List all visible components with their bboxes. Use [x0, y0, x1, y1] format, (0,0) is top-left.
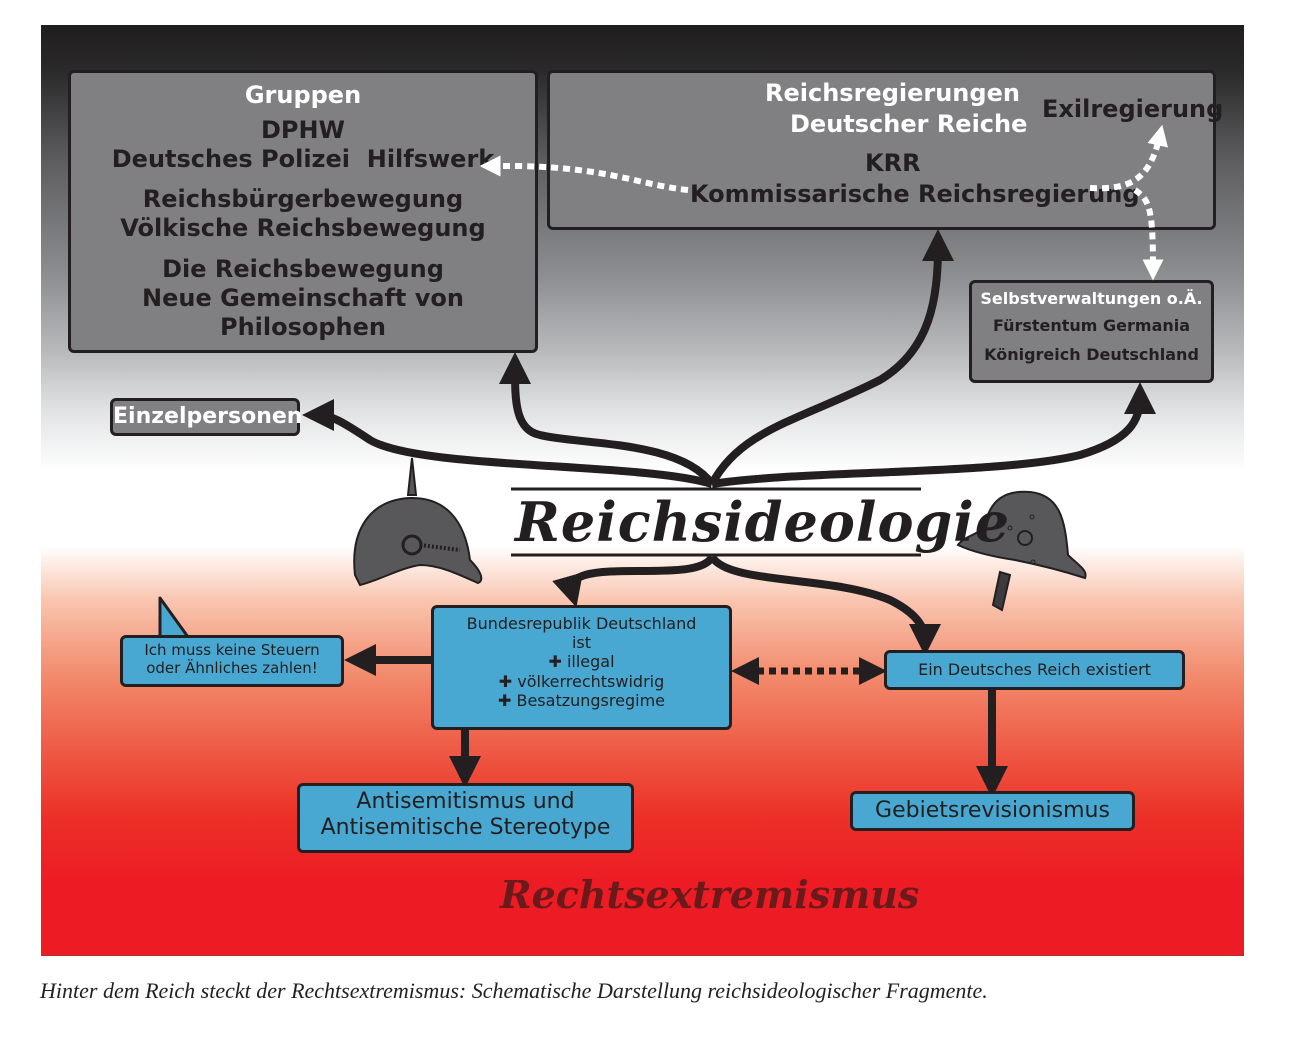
antisemitism-line-2: Antisemitische Stereotype	[320, 815, 611, 841]
antisemitism-box: Antisemitismus und Antisemitische Stereo…	[297, 783, 634, 853]
reich-exists-label: Ein Deutsches Reich existiert	[918, 660, 1151, 679]
territorial-label: Gebietsrevisionismus	[875, 798, 1110, 823]
brd-line-1: Bundesrepublik Deutschland	[466, 614, 697, 633]
stahlhelm-helmet-icon	[956, 490, 1087, 612]
brd-item: ✚ illegal	[548, 652, 615, 672]
speech-bubble: Ich muss keine Steuern oder Ähnliches za…	[120, 635, 344, 687]
individuals-box: Einzelpersonen	[110, 398, 303, 436]
antisemitism-line-1: Antisemitismus und	[356, 789, 575, 814]
groups-title: Gruppen	[244, 81, 362, 109]
individuals-label: Einzelpersonen	[113, 404, 303, 429]
exile-government-label: Exilregierung	[1042, 95, 1224, 123]
center-title: Reichsideologie	[515, 490, 1011, 554]
reich-exists-box: Ein Deutsches Reich existiert	[884, 650, 1185, 690]
speech-bubble-tail	[158, 596, 190, 639]
brd-item: ✚ Besatzungsregime	[497, 690, 665, 710]
governments-box: Reichsregierungen Deutscher Reiche KRR K…	[547, 70, 1223, 230]
group-dphw-full: Deutsches Polizei Hilfswerk	[111, 144, 495, 173]
bottom-title: Rechtsextremismus	[500, 872, 920, 917]
dotted-arrow-krr-exile	[1089, 124, 1168, 192]
dotted-arrow-krr-self-admin	[1133, 187, 1164, 281]
speech-line-2: oder Ähnliches zahlen!	[146, 659, 318, 677]
self-admin-koenigreich: Königreich Deutschland	[984, 345, 1199, 365]
krr-full-label: Kommissarische Reichsregierung	[690, 180, 1140, 208]
groups-box: Gruppen DPHW Deutsches Polizei Hilfswerk…	[68, 70, 538, 353]
arrow-to-self-administration	[711, 382, 1156, 488]
group-reichsbuerger: Reichsbürgerbewegung	[142, 185, 464, 214]
arrow-to-governments	[708, 229, 954, 486]
pickelhaube-helmet-icon	[353, 457, 483, 587]
plus-icon: ✚	[498, 671, 513, 691]
governments-title-1: Reichsregierungen	[765, 79, 1020, 107]
plus-icon: ✚	[548, 652, 562, 672]
group-dphw: DPHW	[260, 115, 346, 144]
group-philosophen: Neue Gemeinschaft von Philosophen	[142, 283, 464, 341]
self-admin-germania: Fürstentum Germania	[992, 316, 1191, 336]
dotted-arrow-krr-dphw	[479, 155, 689, 193]
arrow-to-groups	[499, 352, 716, 487]
group-reichsbewegung: Die Reichsbewegung	[162, 254, 444, 283]
arrow-to-reich-exists	[708, 554, 941, 656]
speech-line-1: Ich muss keine Steuern	[144, 641, 320, 659]
group-voelkische: Völkische Reichsbewegung	[120, 214, 486, 243]
krr-label: KRR	[865, 149, 921, 177]
self-administration-box: Selbstverwaltungen o.Ä. Fürstentum Germa…	[969, 280, 1214, 383]
brd-item: ✚ völkerrechtswidrig	[498, 671, 665, 691]
arrow-to-brd	[552, 554, 716, 608]
territorial-revisionism-box: Gebietsrevisionismus	[850, 791, 1135, 831]
plus-icon: ✚	[497, 690, 512, 710]
brd-line-2: ist	[571, 633, 592, 653]
brd-box: Bundesrepublik Deutschland ist ✚ illegal…	[431, 605, 732, 730]
figure-caption: Hinter dem Reich steckt der Rechtsextrem…	[40, 978, 988, 1003]
arrow-to-individuals	[302, 399, 714, 488]
self-admin-title: Selbstverwaltungen o.Ä.	[980, 289, 1203, 308]
governments-title-2: Deutscher Reiche	[790, 110, 1028, 138]
